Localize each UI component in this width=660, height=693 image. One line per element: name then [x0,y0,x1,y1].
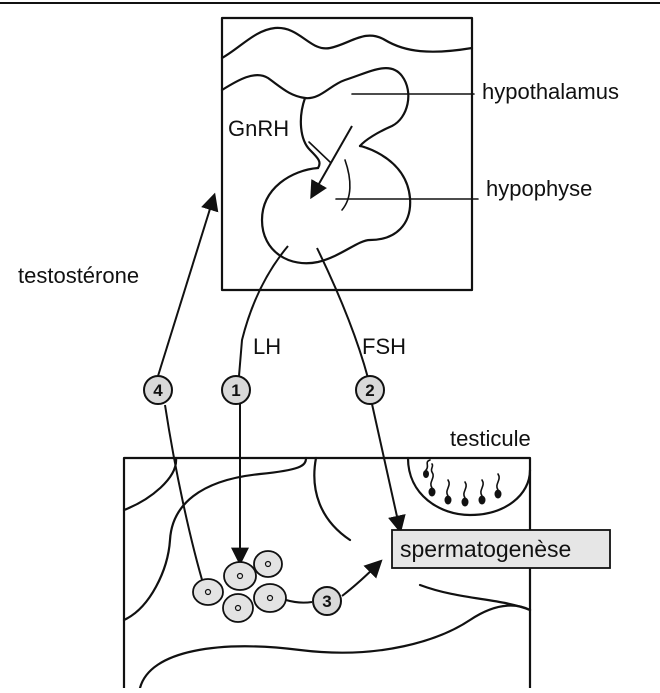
spermatogenese-label: spermatogenèse [400,536,571,562]
hypophyse-outline [262,146,410,263]
gnrh-label: GnRH [228,116,289,141]
testosterone-arrow [158,196,214,376]
sperm-icon [495,474,502,499]
testosterone-lower-path [165,405,205,590]
step-circle-4: 4 [144,376,172,404]
sperm-icon [423,460,430,478]
step-circle-1: 1 [222,376,250,404]
lh-label: LH [253,334,281,359]
step-3-label: 3 [322,592,331,611]
hypophyse-lobe-line [342,160,350,210]
pituitary-stalk [301,98,320,168]
hypophyse-label: hypophyse [486,176,592,201]
fsh-label: FSH [362,334,406,359]
leydig-cell [223,594,253,622]
sperm-icon [479,480,486,505]
spermatozoa-icons [423,460,502,507]
seminiferous-tubule [408,458,530,515]
brain-contour [222,28,472,58]
testosterone-label: testostérone [18,263,139,288]
cells-to-step3-path [286,600,312,603]
sperm-icon [462,482,469,507]
fsh-path [317,248,368,378]
testicule-label: testicule [450,426,531,451]
step3-arrow [342,562,380,596]
tubule-contour-top-left [124,458,176,510]
leydig-cell [254,551,282,577]
hypothalamus-label: hypothalamus [482,79,619,104]
fsh-arrow [372,404,400,530]
leydig-cell-cluster [193,551,286,622]
step-1-label: 1 [231,381,240,400]
sperm-icon [445,480,452,505]
leydig-cell [254,584,286,612]
sperm-icon [429,464,436,497]
step-circle-3: 3 [313,587,341,615]
step-4-label: 4 [153,381,163,400]
step-circle-2: 2 [356,376,384,404]
tubule-contour-mid [314,458,350,540]
leydig-cell [224,562,256,590]
tubule-contour-bottom [140,606,530,688]
leydig-cell [193,579,223,605]
step-2-label: 2 [365,381,374,400]
